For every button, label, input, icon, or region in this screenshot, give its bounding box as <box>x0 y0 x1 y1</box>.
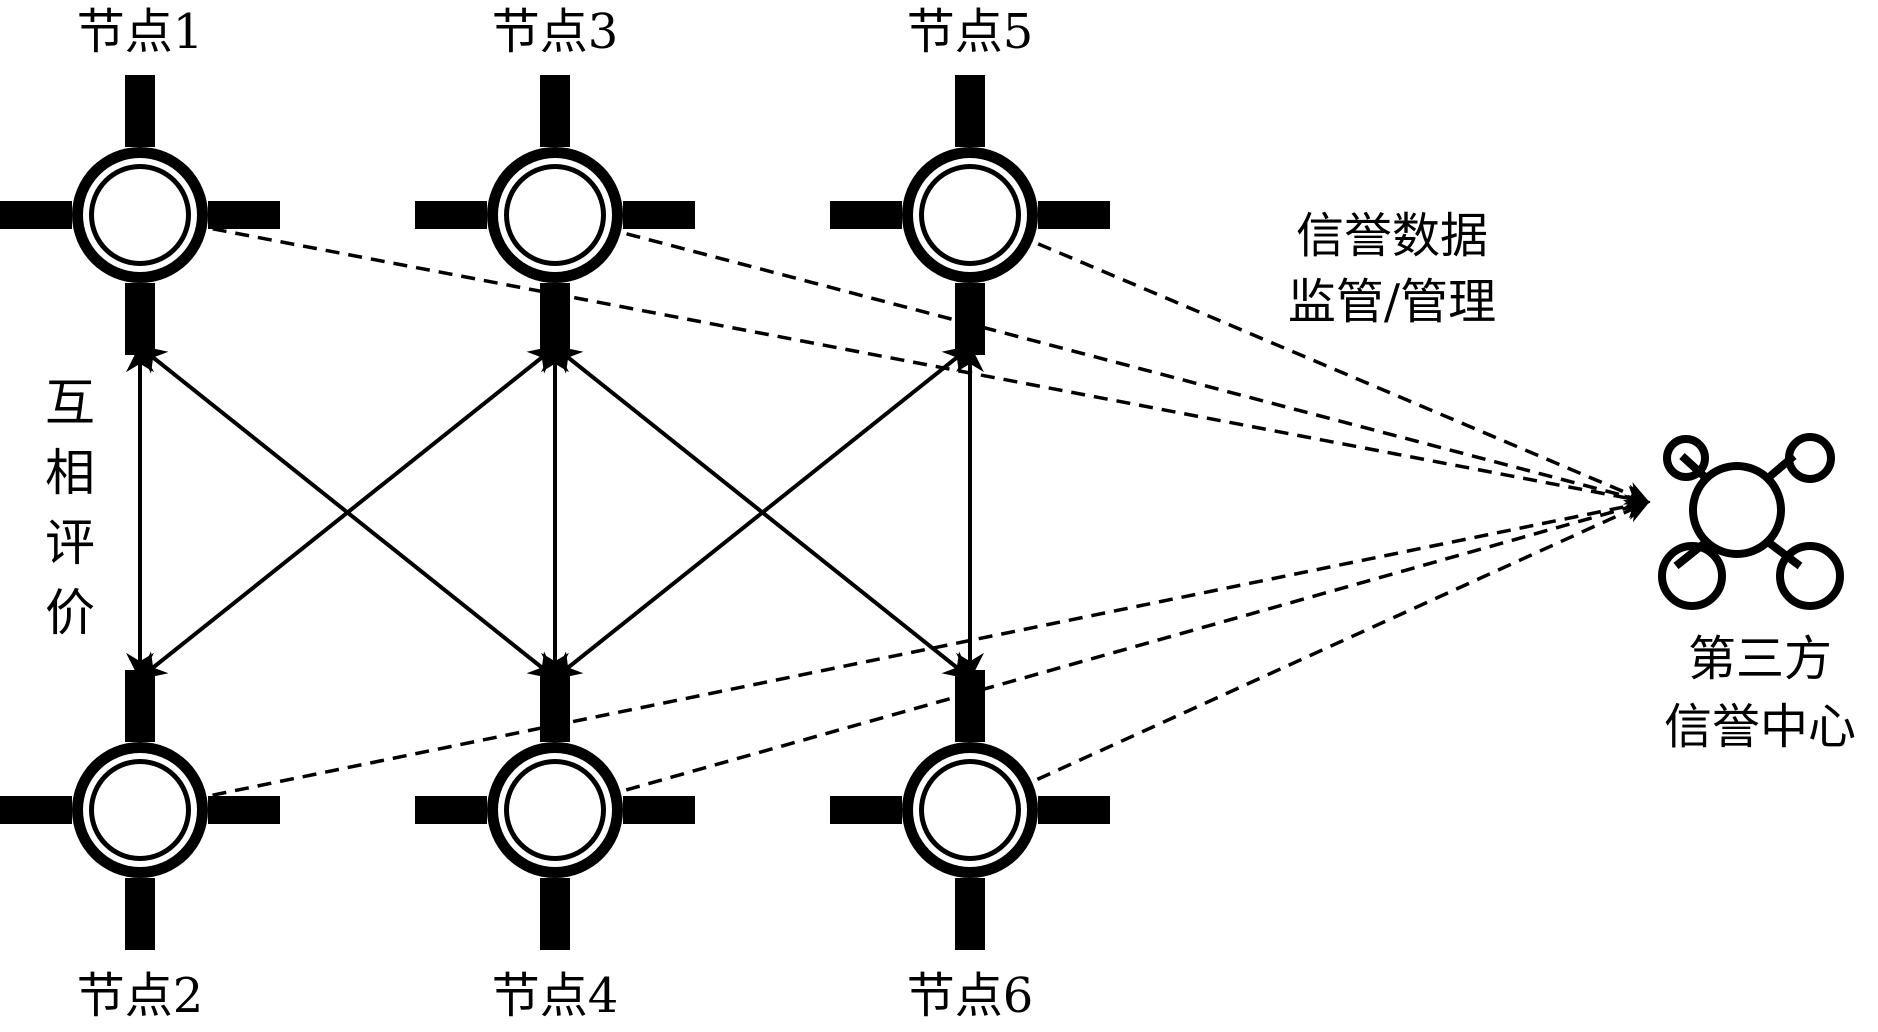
nodes-layer <box>0 75 1110 950</box>
peer-evaluation-link <box>137 345 558 680</box>
reputation-report-link <box>212 494 1651 797</box>
supervision-label-line1: 信誉数据 <box>1296 208 1488 264</box>
mutual-evaluation-label: 互 相 评 价 <box>45 374 95 642</box>
node-1-icon <box>0 75 280 355</box>
reputation-report-link <box>212 227 1651 510</box>
center-label-line2: 信誉中心 <box>1664 699 1856 755</box>
node-2-icon <box>0 670 280 950</box>
node-4-icon <box>415 670 695 950</box>
reputation-report-link <box>1037 242 1651 505</box>
mutual-char-3: 评 <box>45 514 95 572</box>
mutual-char-4: 价 <box>45 584 95 642</box>
node-5-label: 节点5 <box>907 4 1034 60</box>
node-3-icon <box>415 75 695 355</box>
reputation-report-link <box>625 496 1651 792</box>
node-3-label: 节点3 <box>492 4 619 60</box>
node-6-icon <box>830 670 1110 950</box>
mutual-char-1: 互 <box>45 374 95 432</box>
node-4-label: 节点4 <box>492 968 619 1024</box>
node-1-label: 节点1 <box>77 4 204 60</box>
mutual-char-2: 相 <box>45 444 95 502</box>
supervision-label-line2: 监管/管理 <box>1288 274 1496 330</box>
links-layer <box>126 227 1651 797</box>
reputation-center-icon <box>1658 433 1844 610</box>
node-6-label: 节点6 <box>907 968 1034 1024</box>
node-5-icon <box>830 75 1110 355</box>
reputation-report-link <box>1036 499 1651 781</box>
center-label-line1: 第三方 <box>1688 631 1832 687</box>
peer-evaluation-link <box>552 345 973 680</box>
node-2-label: 节点2 <box>77 968 204 1024</box>
reputation-report-link <box>626 232 1651 509</box>
